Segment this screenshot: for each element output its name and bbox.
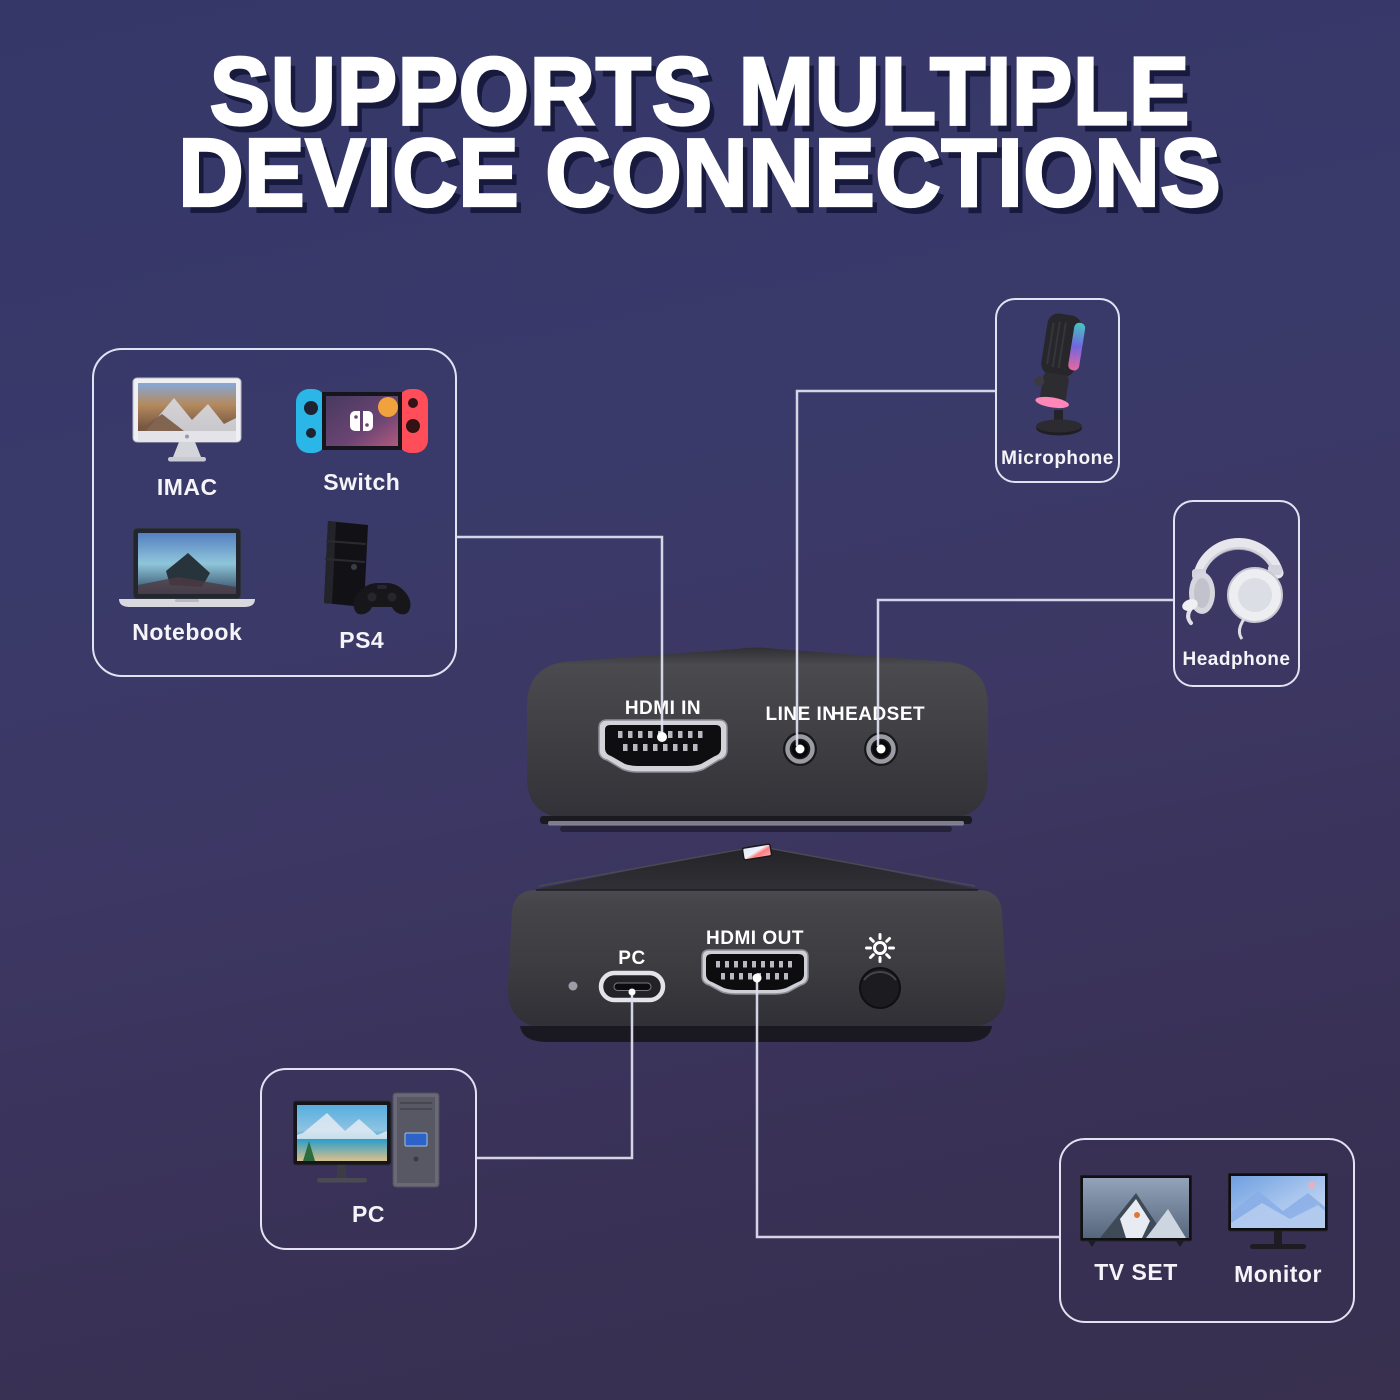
hdmi-out-port xyxy=(701,949,809,995)
headphone-icon xyxy=(1181,537,1283,640)
source-label-notebook: Notebook xyxy=(132,619,243,646)
display-label-monitor: Monitor xyxy=(1234,1261,1322,1287)
connector-sources-to-hdmi-in xyxy=(457,535,664,740)
notebook-icon xyxy=(119,527,256,608)
source-item-ps4: PS4 xyxy=(275,513,450,662)
hdmi-out-port-label: HDMI OUT xyxy=(706,928,804,949)
connector-endpoint-dot xyxy=(752,973,762,983)
title-line-1: SUPPORTS MULTIPLE xyxy=(208,39,1191,146)
title-line-2: DEVICE CONNECTIONS xyxy=(177,121,1222,228)
line-in-port-label: LINE IN xyxy=(765,704,836,725)
ps4-icon xyxy=(323,521,411,615)
desktop-pc-icon xyxy=(292,1092,439,1187)
source-label-switch: Switch xyxy=(323,468,401,495)
connector-hdmi-out-to-displays xyxy=(755,978,1059,1239)
source-item-imac: IMAC xyxy=(100,364,275,513)
source-label-imac: IMAC xyxy=(156,473,218,500)
pc-label: PC xyxy=(352,1200,385,1227)
mode-button[interactable] xyxy=(859,967,901,1009)
brightness-sun-icon xyxy=(865,933,895,963)
source-item-notebook: Notebook xyxy=(100,513,275,662)
status-led-dot xyxy=(568,981,578,991)
line-in-jack xyxy=(783,732,817,766)
headphone-box: Headphone xyxy=(1173,500,1300,687)
imac-icon xyxy=(132,377,242,462)
display-item-monitor: Monitor xyxy=(1207,1150,1349,1311)
connector-endpoint-dot xyxy=(657,732,667,742)
status-led-strip xyxy=(741,843,773,861)
monitor-icon xyxy=(1228,1173,1328,1249)
connector-microphone-to-line-in xyxy=(795,389,995,746)
page-title: SUPPORTS MULTIPLE DEVICE CONNECTIONS xyxy=(0,39,1400,228)
microphone-icon xyxy=(1033,312,1085,435)
pc-port-label: PC xyxy=(618,948,645,969)
display-item-tv: TV SET xyxy=(1065,1150,1207,1311)
switch-icon xyxy=(295,388,428,453)
display-label-tv: TV SET xyxy=(1094,1259,1178,1285)
connector-pc-port-to-pc-box xyxy=(477,994,634,1160)
headset-jack xyxy=(864,732,898,766)
pc-box: PC xyxy=(260,1068,477,1250)
capture-device-front: PC HDMI OUT xyxy=(507,843,1007,1042)
sources-box: IMAC xyxy=(92,348,457,677)
source-label-ps4: PS4 xyxy=(339,627,385,654)
connector-lines xyxy=(457,389,1173,1239)
headphone-label: Headphone xyxy=(1182,648,1291,670)
capture-device-rear: HDMI IN LINE IN HEADSET xyxy=(527,647,988,832)
connector-endpoint-dot xyxy=(628,988,636,996)
connector-headphone-to-headset xyxy=(876,598,1173,746)
microphone-box: Microphone xyxy=(995,298,1120,483)
source-item-switch: Switch xyxy=(275,364,450,513)
tv-icon xyxy=(1080,1175,1192,1247)
microphone-label: Microphone xyxy=(1001,447,1114,469)
displays-box: TV SET Monitor xyxy=(1059,1138,1355,1323)
